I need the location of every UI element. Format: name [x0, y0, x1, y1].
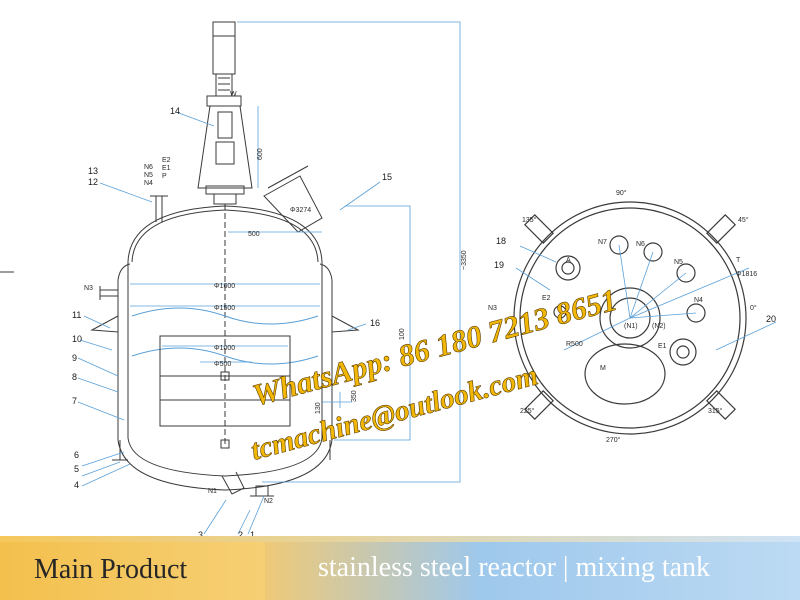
plan-dim-1816: Φ1816 — [736, 271, 757, 278]
dim-500-dia: Φ500 — [214, 361, 231, 368]
part-16: 16 — [370, 318, 380, 328]
part-14: 14 — [170, 106, 180, 116]
dim-1600: Φ1600 — [214, 283, 235, 290]
dim-height-total: ~3350 — [461, 250, 468, 270]
motor-label: W — [230, 91, 237, 98]
plan-nozzle-n2: (N2) — [652, 323, 666, 330]
plan-nozzle-n4: N4 — [694, 297, 703, 304]
angle-135: 135° — [522, 216, 537, 224]
dim-350: 350 — [351, 390, 358, 402]
plan-nozzle-n5: N5 — [674, 259, 683, 266]
angle-270: 270° — [606, 436, 621, 444]
angle-90: 90° — [616, 189, 627, 197]
nozzle-label-n5: N5 — [144, 172, 153, 179]
dim-130: 130 — [315, 402, 322, 414]
plan-callout-19: 19 — [494, 260, 504, 270]
dim-500: 500 — [248, 231, 260, 238]
part-10: 10 — [72, 334, 82, 344]
dim-1500: Φ1500 — [214, 305, 235, 312]
banner-title: Main Product — [34, 554, 188, 585]
plan-nozzle-n1: (N1) — [624, 323, 638, 330]
part-5: 5 — [74, 464, 79, 474]
part-9: 9 — [72, 353, 77, 363]
nozzle-label-n3: N3 — [84, 285, 93, 292]
part-1: 1 — [250, 530, 255, 540]
dim-motor-height: 600 — [257, 148, 264, 160]
dim-1000: Φ1000 — [214, 345, 235, 352]
part-8: 8 — [72, 372, 77, 382]
plan-nozzle-n7: N7 — [598, 239, 607, 246]
part-13: 13 — [88, 166, 98, 176]
nozzle-label-n6: N6 — [144, 164, 153, 171]
nozzle-label-p: P — [162, 173, 167, 180]
plan-manhole-m: M — [600, 365, 606, 372]
plan-nozzle-a: A — [566, 257, 571, 264]
banner-left-panel — [0, 542, 265, 600]
banner-accent-bar — [0, 536, 800, 544]
dim-100: 100 — [399, 328, 406, 340]
angle-45: 45° — [738, 216, 749, 224]
part-3: 3 — [198, 530, 203, 540]
part-7: 7 — [72, 396, 77, 406]
nozzle-label-e1: E1 — [162, 165, 171, 172]
plan-dim-r500: R500 — [566, 341, 583, 348]
nozzle-label-n2: N2 — [264, 498, 273, 505]
banner-subtitle: stainless steel reactor | mixing tank — [318, 552, 711, 583]
part-11: 11 — [72, 310, 81, 320]
part-12: 12 — [88, 177, 98, 187]
dim-manway: Φ3274 — [290, 207, 311, 214]
plan-nozzle-e2: E2 — [542, 295, 551, 302]
angle-225: 225° — [520, 407, 535, 415]
plan-callout-18: 18 — [496, 236, 506, 246]
nozzle-label-n1: N1 — [208, 488, 217, 495]
angle-315: 315° — [708, 407, 723, 415]
nozzle-label-e2: E2 — [162, 157, 171, 164]
nozzle-label-n4: N4 — [144, 180, 153, 187]
plan-nozzle-n6: N6 — [636, 241, 645, 248]
angle-0: 0° — [750, 304, 757, 312]
plan-nozzle-e1: E1 — [658, 343, 667, 350]
plan-nozzle-n3: N3 — [488, 305, 497, 312]
part-2: 2 — [238, 530, 243, 540]
part-15: 15 — [382, 172, 392, 182]
plan-callout-20: 20 — [766, 314, 776, 324]
part-4: 4 — [74, 480, 79, 490]
bottom-banner: Main Product stainless steel reactor | m… — [0, 542, 800, 600]
part-6: 6 — [74, 450, 79, 460]
plan-label-t: T — [736, 257, 741, 264]
